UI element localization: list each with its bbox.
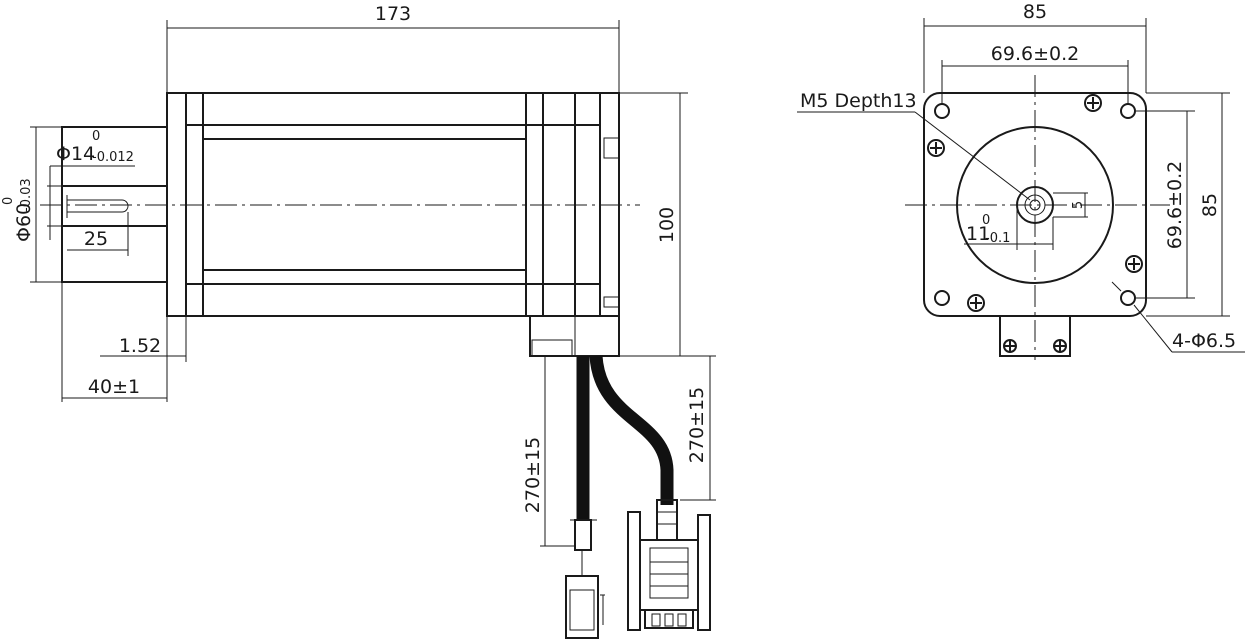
- power-plug: [574, 519, 592, 551]
- dim-100: 100: [656, 207, 678, 243]
- front-connector: [999, 315, 1071, 357]
- dim-key-length: 25: [84, 228, 108, 250]
- thread-callout: M5 Depth13: [800, 90, 917, 112]
- mount-hole-tr: [1120, 103, 1136, 119]
- mount-hole-tl: [934, 103, 950, 119]
- encoder-cable: [589, 355, 674, 505]
- dim-mount-holes: 4-Φ6.5: [1172, 330, 1236, 352]
- mount-hole-br: [1120, 290, 1136, 306]
- flange-tol-lower: -0.03: [19, 178, 34, 212]
- dim-shaft-extension: 40±1: [88, 376, 140, 398]
- dim-173: 173: [375, 3, 411, 25]
- screw-icons: [927, 94, 1143, 353]
- dim-shaft-dia: Φ14: [56, 143, 95, 165]
- dim-hole-pitch-v: 69.6±0.2: [1164, 161, 1186, 249]
- shaft-tol-upper: 0: [92, 129, 100, 144]
- mount-hole-bl: [934, 290, 950, 306]
- dim-front-height: 85: [1199, 193, 1221, 217]
- side-view: 173 100 Φ14 0 -0.012 Φ60 0 -0.03 25 1.52: [1, 3, 716, 639]
- dsub-connector: [627, 499, 711, 631]
- flat-tol-lower: -0.1: [985, 231, 1010, 246]
- dim-flat: 11: [966, 223, 990, 245]
- flange-tol-upper: 0: [1, 197, 16, 205]
- dim-key-width: 5: [1071, 201, 1086, 209]
- shaft: [61, 185, 168, 227]
- dim-power-cable: 270±15: [522, 437, 544, 513]
- dim-flange-thickness: 1.52: [119, 335, 161, 357]
- dim-hole-pitch-h: 69.6±0.2: [991, 43, 1079, 65]
- dim-front-width: 85: [1023, 1, 1047, 23]
- key-slot: [66, 199, 129, 213]
- dim-flange-dia: Φ60: [13, 203, 35, 242]
- shaft-tol-lower: -0.012: [92, 150, 134, 165]
- dim-encoder-cable: 270±15: [686, 387, 708, 463]
- flat-tol-upper: 0: [982, 213, 990, 228]
- front-view: 85 69.6±0.2 85 69.6±0.2 M5 Depth13 11 0 …: [797, 1, 1245, 360]
